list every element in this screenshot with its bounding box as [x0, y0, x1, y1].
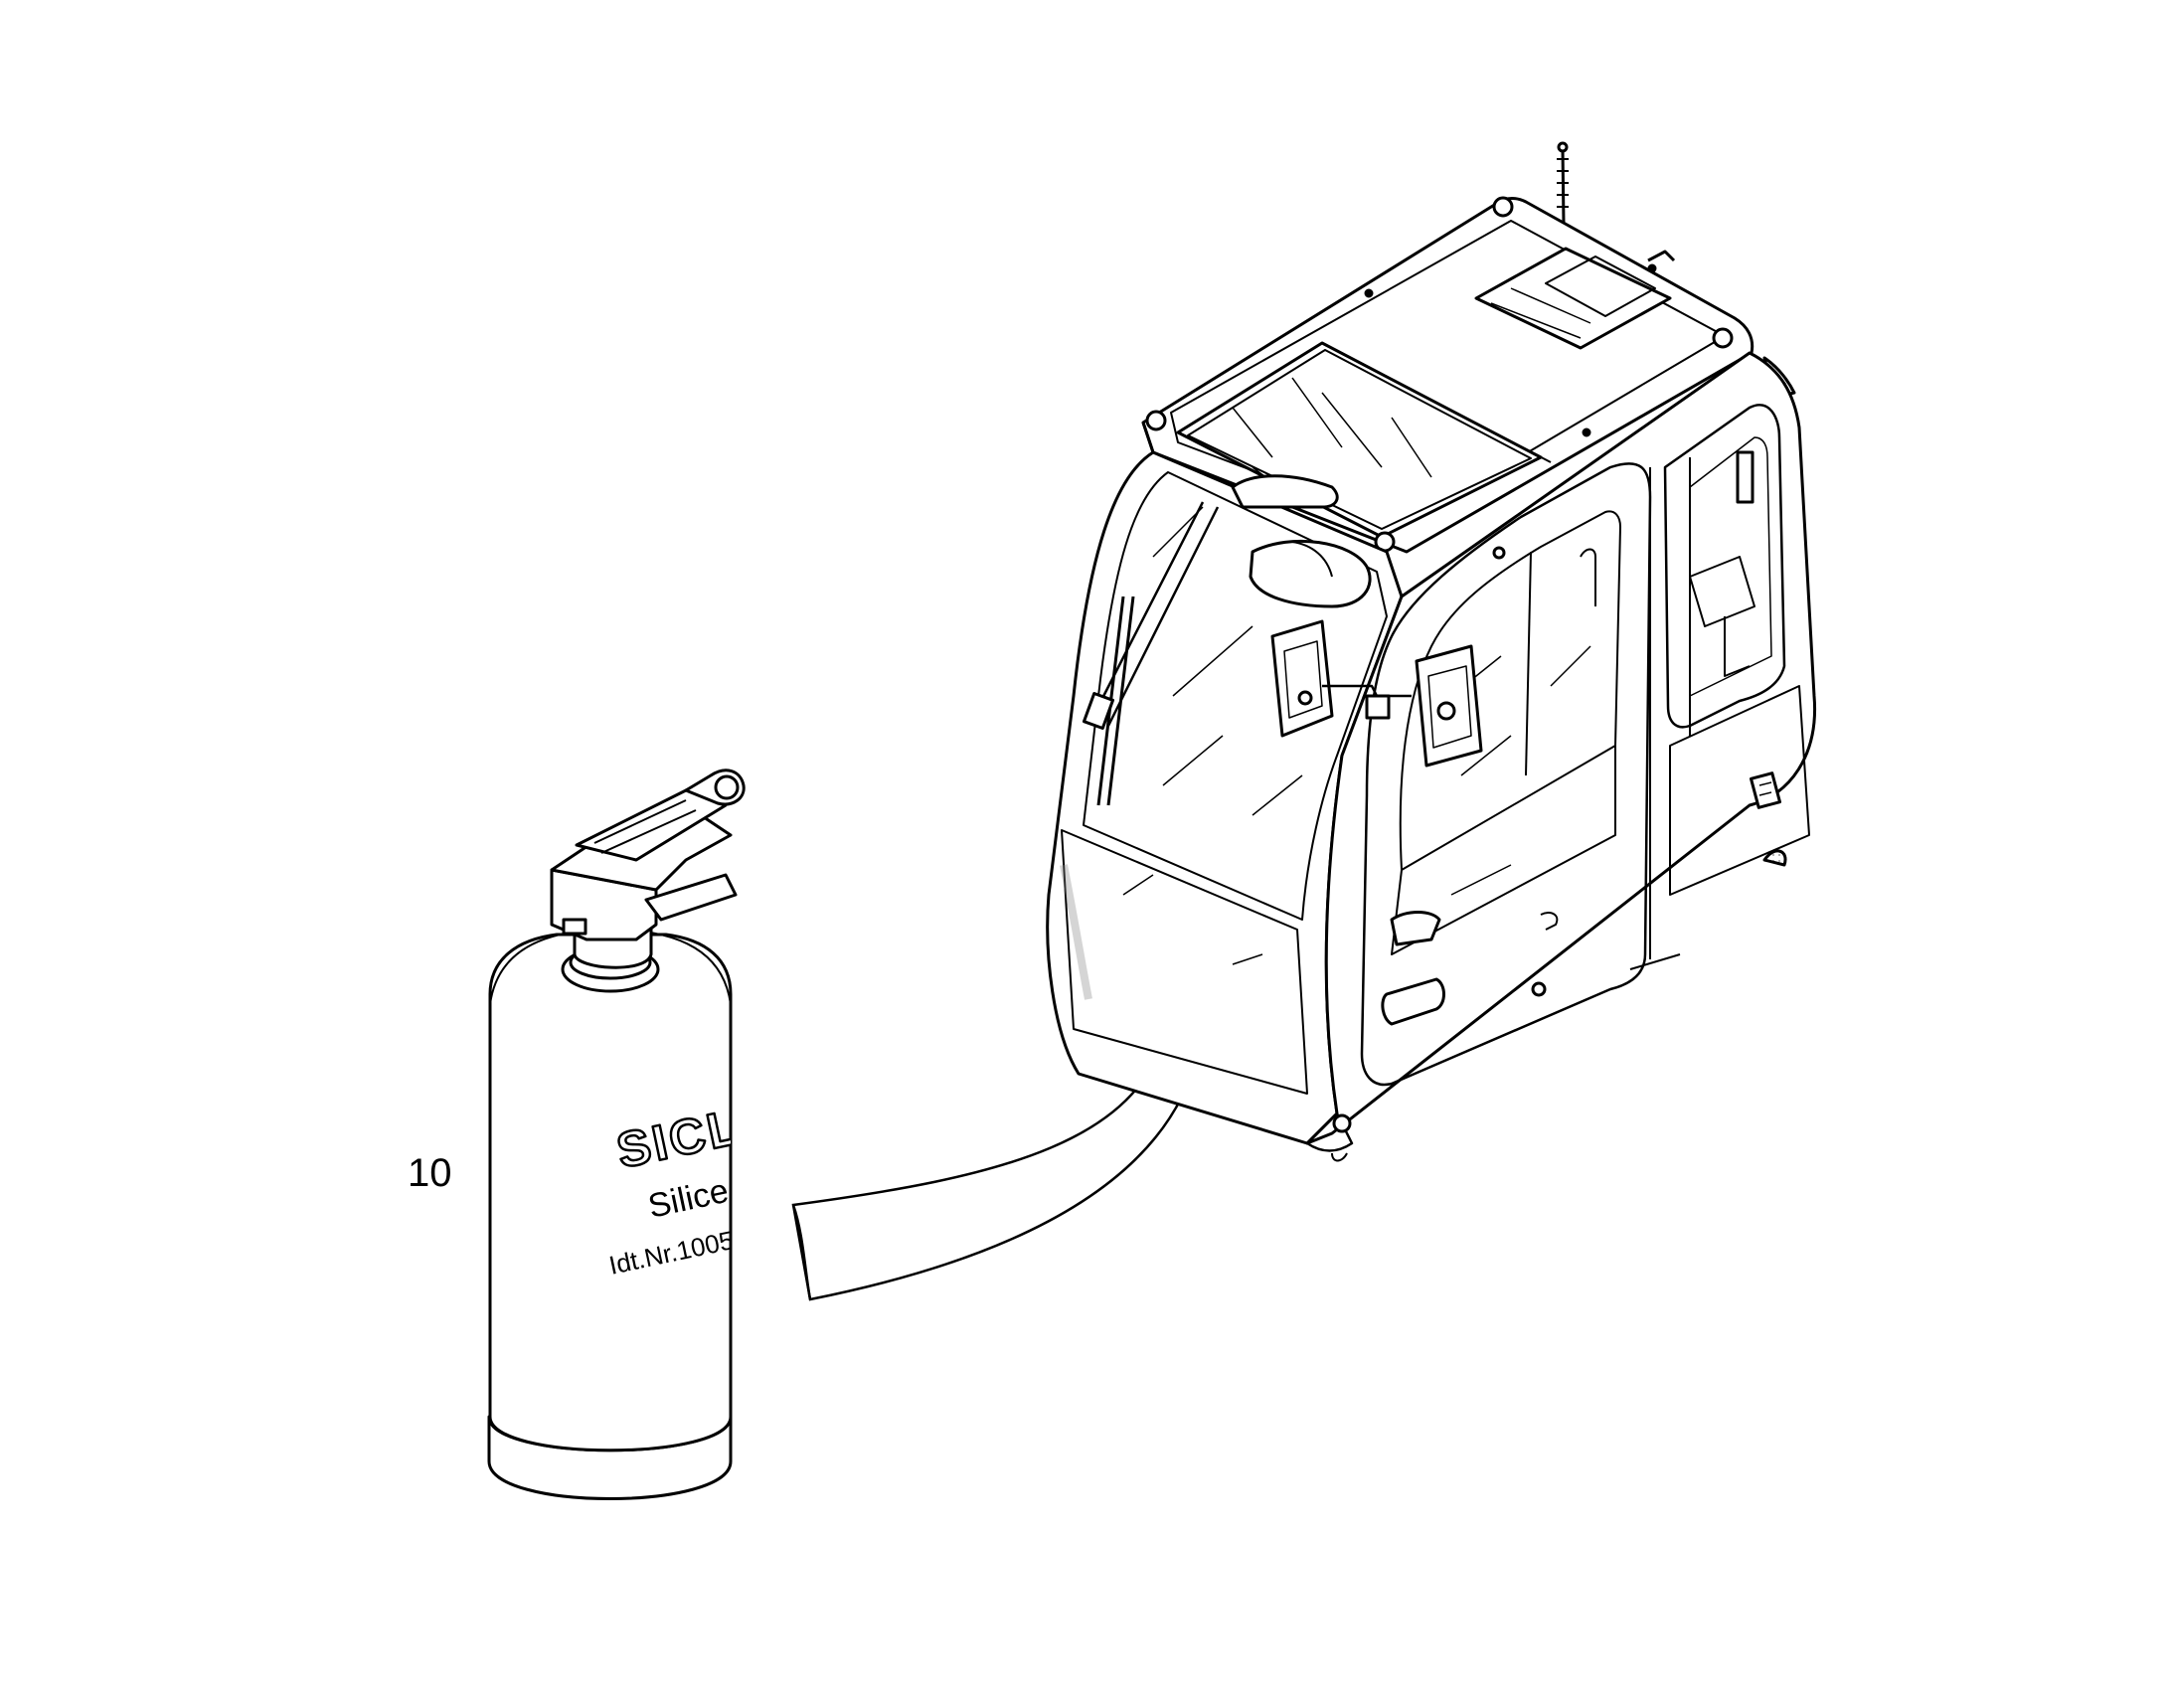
callout-number: 10 — [408, 1151, 452, 1195]
door-handle — [1390, 911, 1441, 946]
lower-front-glass — [1061, 829, 1308, 1095]
door-window — [1399, 510, 1621, 871]
operator-cab — [1046, 141, 1817, 1162]
windshield-glass — [1083, 471, 1388, 921]
work-light — [1249, 539, 1372, 608]
left-mirror — [1270, 619, 1334, 738]
cab-side — [1305, 351, 1817, 1145]
rear-window — [1663, 404, 1786, 729]
fire-extinguisher: SICLI Silice Idt.Nr.10059 — [487, 769, 746, 1500]
cab-door — [1360, 462, 1652, 1087]
wiper-arm — [1091, 501, 1220, 727]
door-latch-plate — [1381, 977, 1445, 1026]
antenna — [1561, 148, 1566, 225]
extinguisher-body — [488, 933, 733, 1452]
rear-badge — [1749, 771, 1782, 809]
